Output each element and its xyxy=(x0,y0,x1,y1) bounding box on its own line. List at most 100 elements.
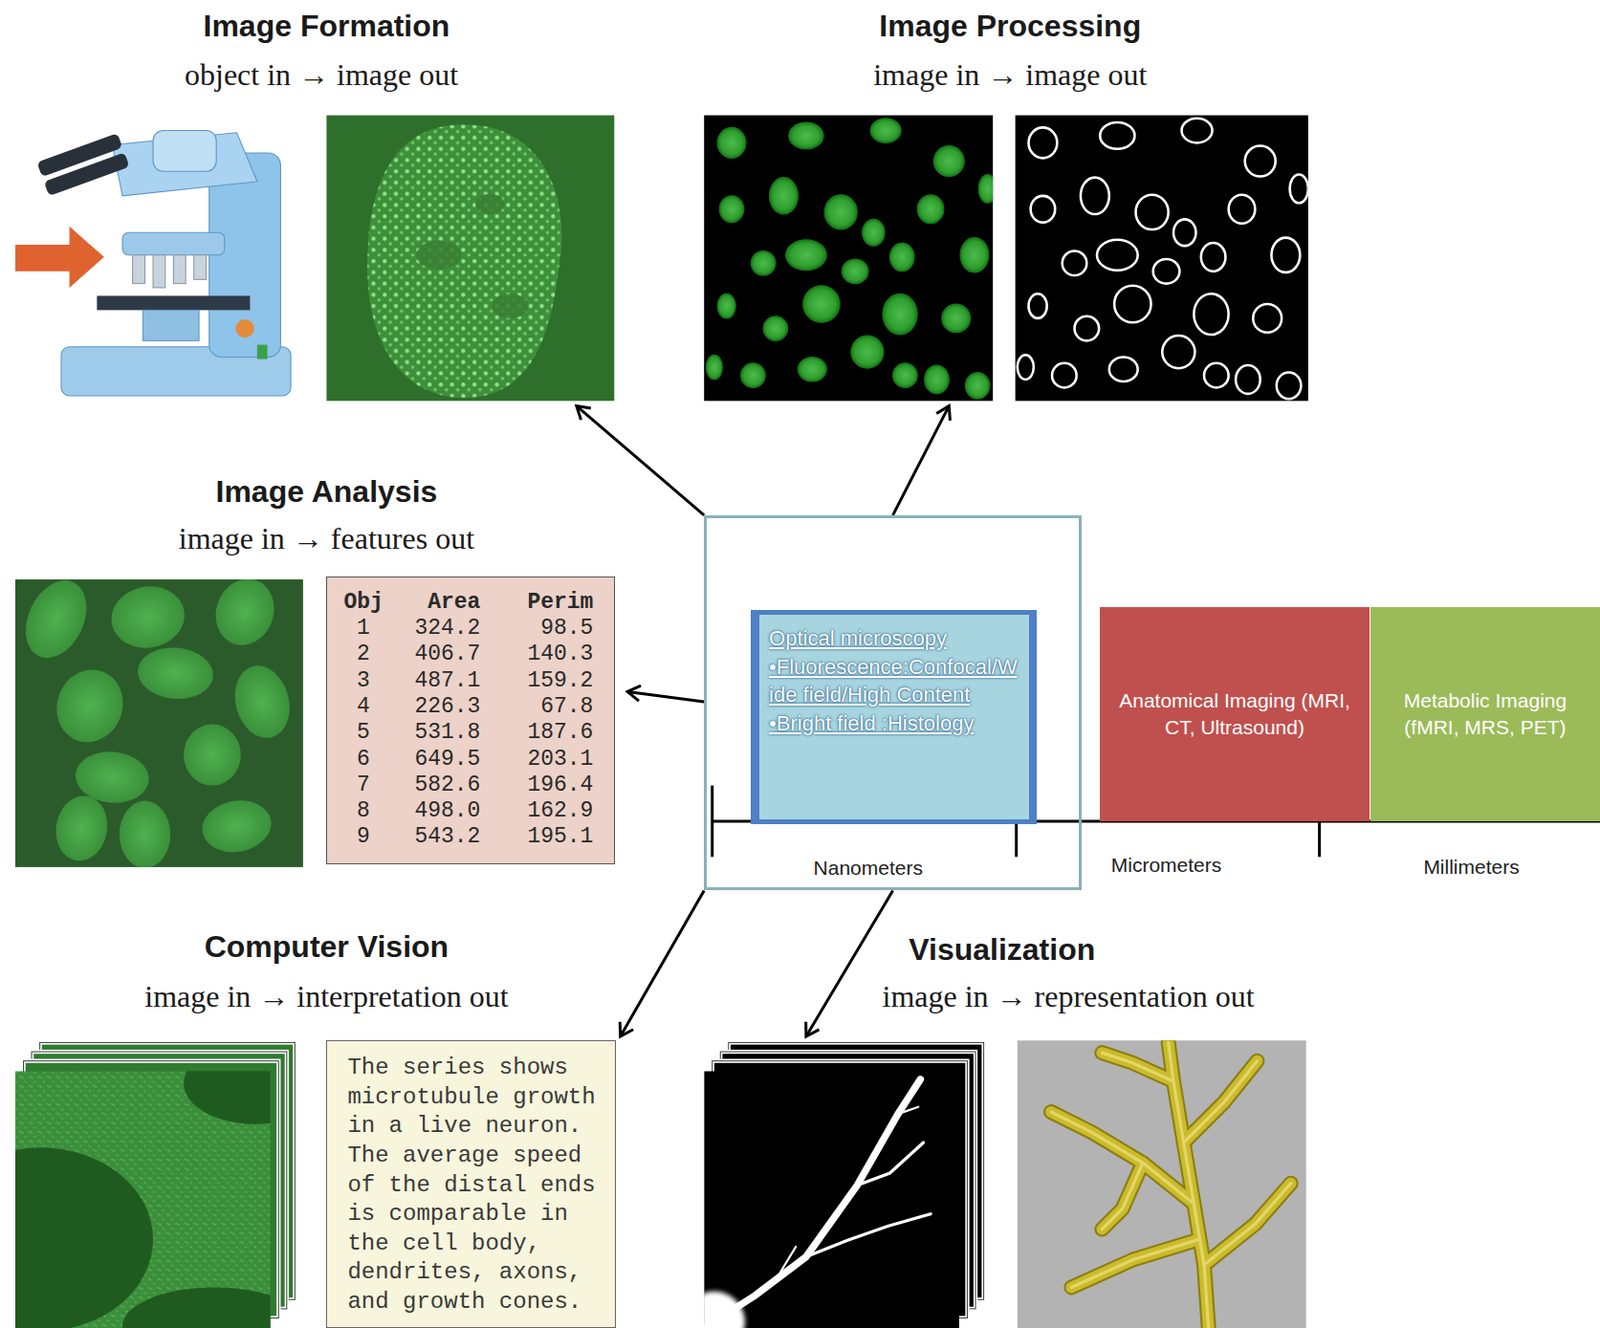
interpretation-text-box: The series shows microtubule growth in a… xyxy=(326,1040,616,1328)
interpretation-text: The series shows microtubule growth in a… xyxy=(347,1053,606,1317)
panel-subtitle: image in → representation out xyxy=(881,979,1254,1015)
analysis-nuclei-image xyxy=(106,580,190,654)
scale-label: Nanometers xyxy=(813,855,923,880)
table-cell: 67.8 xyxy=(480,694,593,721)
computer-vision-panel: Computer Visionimage in → interpretation… xyxy=(10,1036,629,1328)
box-text: Metabolic Imaging (fMRI, MRS, PET) xyxy=(1380,687,1591,743)
analysis-nuclei-image xyxy=(14,570,304,869)
table-cell: 4 xyxy=(343,694,383,721)
nucleus-image xyxy=(347,111,592,408)
table-cell: 649.5 xyxy=(382,746,481,773)
table-cell: Area xyxy=(382,590,481,616)
table-cell: 324.2 xyxy=(382,615,481,642)
panel-heading: Image Formation xyxy=(203,7,451,44)
microscope-illustration xyxy=(37,132,131,197)
connector-arrow xyxy=(806,890,894,1037)
scale-axis xyxy=(1317,821,1321,857)
neuron-3d-render xyxy=(1051,1042,1292,1328)
nuclei-image xyxy=(703,115,997,402)
connector-arrow xyxy=(620,890,705,1037)
analysis-nuclei-image xyxy=(226,659,297,746)
panel-heading: Visualization xyxy=(908,932,1096,968)
optical-scale-frame: Nanometers Optical microscopy•Fluorescenc… xyxy=(703,515,1082,892)
neuron-image-stack xyxy=(775,1247,796,1281)
microscope-illustration xyxy=(15,226,105,288)
microscope-illustration xyxy=(235,319,254,338)
analysis-nuclei-image xyxy=(197,795,276,858)
time-series-stack xyxy=(183,1071,271,1124)
scale-label: Micrometers xyxy=(1111,853,1223,877)
box-text: Optical microscopy xyxy=(768,624,1022,654)
analysis-nuclei-image xyxy=(206,579,284,654)
table-cell: 7 xyxy=(343,772,383,799)
table-cell: 226.3 xyxy=(382,694,481,721)
figure-group xyxy=(0,111,1600,1328)
table-cell: 9 xyxy=(343,824,383,851)
table-cell: 5 xyxy=(343,720,383,746)
image-processing-panel: Image Processingimage in → image out xyxy=(699,109,1317,406)
analysis-nuclei-image xyxy=(46,660,133,753)
microscope-illustration xyxy=(257,345,268,360)
metabolic-imaging-box: Metabolic Imaging (fMRI, MRS, PET) xyxy=(1370,607,1600,822)
table-cell: 195.1 xyxy=(480,824,593,851)
table-cell: Obj xyxy=(343,590,383,616)
table-cell: 98.5 xyxy=(480,615,593,642)
nucleus-image xyxy=(416,241,461,270)
nuclei-image xyxy=(705,118,993,399)
nuclei-outline-image xyxy=(1015,115,1309,402)
analysis-nuclei-image xyxy=(15,579,99,668)
nuclei-outlines xyxy=(1017,118,1309,399)
microscope-illustration xyxy=(142,309,199,341)
anatomical-imaging-box: Anatomical Imaging (MRI, CT, Ultrasound) xyxy=(1099,607,1370,822)
microscope-illustration xyxy=(122,232,225,255)
table-cell: 8 xyxy=(343,798,383,825)
box-text: •Fluorescence:Confocal/Wide field/High C… xyxy=(768,653,1022,710)
analysis-nuclei-image xyxy=(15,579,298,868)
neuron-image-stack xyxy=(683,1042,985,1328)
table-cell: 2 xyxy=(343,641,383,668)
panel-heading: Computer Vision xyxy=(204,929,449,965)
microscope-illustration xyxy=(15,131,291,396)
microscope-illustration xyxy=(153,131,217,173)
connector-arrow xyxy=(893,406,950,516)
panel-subtitle: image in → image out xyxy=(873,56,1147,92)
analysis-nuclei-image xyxy=(119,801,171,868)
analysis-nuclei-image xyxy=(183,724,242,787)
dendrite-highlight xyxy=(1051,1042,1292,1328)
neuron-image-stack xyxy=(703,1071,960,1328)
visualization-panel: Visualizationimage in → representation o… xyxy=(699,1036,1317,1328)
microscope-illustration xyxy=(132,255,146,285)
table-cell: Perim xyxy=(480,590,593,616)
nucleus-image xyxy=(326,111,614,408)
box-text: Anatomical Imaging (MRI, CT, Ultrasound) xyxy=(1109,687,1360,743)
time-series-stack xyxy=(122,1288,271,1328)
microscope-illustration xyxy=(43,152,131,197)
table-cell: 187.6 xyxy=(480,720,593,746)
table-cell: 406.7 xyxy=(382,641,481,668)
microscope-illustration xyxy=(153,255,166,288)
neuron-image-stack xyxy=(806,1214,931,1258)
table-cell: 203.1 xyxy=(480,746,593,773)
image-formation-panel: Image Formationobject in → image out xyxy=(10,109,629,406)
nuclei-outline-image xyxy=(1017,118,1309,399)
table-cell: 3 xyxy=(343,668,383,695)
table-cell: 1 xyxy=(343,615,383,642)
nucleus-image xyxy=(491,293,528,319)
time-series-stack xyxy=(0,1042,327,1328)
table-cell: 487.1 xyxy=(382,668,481,695)
table-cell: 162.9 xyxy=(480,798,593,825)
table-cell: 196.4 xyxy=(480,772,593,799)
image-analysis-panel: Image Analysisimage in → features outObj… xyxy=(10,573,629,873)
nuclei xyxy=(705,118,993,399)
neuron-image-stack xyxy=(703,1079,921,1328)
dendrite-body xyxy=(1051,1042,1292,1328)
table-cell: 498.0 xyxy=(382,798,481,825)
neuron-image-stack xyxy=(703,1079,931,1328)
analysis-nuclei-image xyxy=(135,644,216,702)
connector-arrow xyxy=(576,406,704,516)
connector-arrow xyxy=(627,691,704,702)
microscope-illustration xyxy=(96,295,250,310)
optical-microscopy-box: Optical microscopy•Fluorescence:Confocal… xyxy=(750,610,1037,825)
neuron-image-stack xyxy=(856,1142,923,1186)
